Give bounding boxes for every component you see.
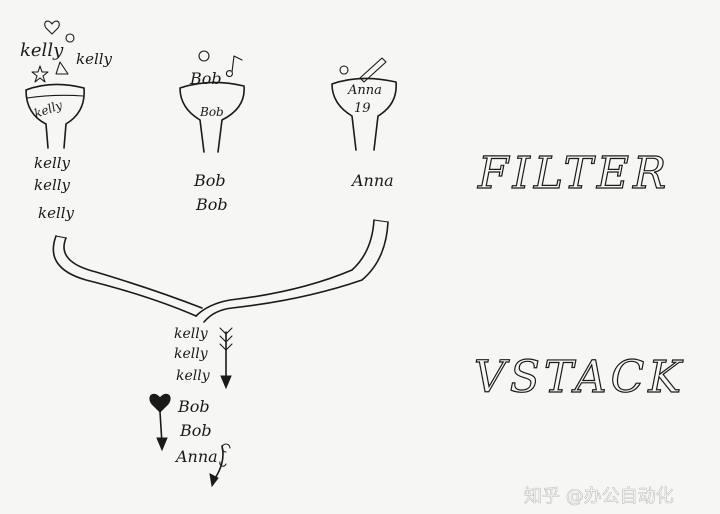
watermark: 知乎 @办公自动化 bbox=[524, 486, 674, 507]
vine-arrow-icon bbox=[209, 443, 231, 488]
triangle-icon bbox=[55, 61, 69, 75]
merge-ribbon bbox=[52, 219, 389, 323]
bob-inside-2: Bob bbox=[199, 105, 224, 119]
kelly-output-2: kelly bbox=[34, 176, 71, 194]
vstack-result: kelly kelly kelly Bob Bob Anna bbox=[149, 326, 233, 488]
funnel-cup bbox=[179, 81, 245, 153]
kelly-output-3: kelly bbox=[38, 204, 75, 222]
funnel-kelly-top-label: kelly bbox=[20, 40, 64, 61]
flower-icon bbox=[339, 65, 349, 75]
stack-item-2: kelly bbox=[174, 346, 209, 362]
funnel-kelly: kelly kelly kelly kelly kelly kelly bbox=[20, 20, 113, 222]
bob-inside-1: Bob bbox=[189, 69, 222, 88]
bob-output-1: Bob bbox=[193, 171, 226, 190]
stack-item-5: Bob bbox=[179, 421, 212, 440]
vstack-title: VSTACK bbox=[474, 352, 685, 403]
stack-item-6: Anna bbox=[174, 447, 218, 466]
star-icon bbox=[31, 65, 49, 83]
heart-arrow-icon bbox=[149, 393, 171, 452]
pencil-icon bbox=[359, 57, 387, 83]
circle-icon bbox=[65, 33, 75, 43]
funnel-kelly-inside-label: kelly bbox=[32, 98, 64, 121]
funnel-anna: Anna 19 Anna bbox=[331, 57, 397, 190]
stack-item-1: kelly bbox=[174, 326, 209, 342]
bob-output-2: Bob bbox=[195, 195, 228, 214]
arrow-down-icon bbox=[219, 327, 233, 390]
filter-title: FILTER bbox=[477, 148, 670, 199]
funnel-cup bbox=[331, 77, 397, 151]
funnel-kelly-side-label-1: kelly bbox=[76, 50, 113, 68]
kelly-output-1: kelly bbox=[34, 154, 71, 172]
heart-icon bbox=[44, 20, 60, 35]
anna-inside-1: Anna bbox=[347, 83, 382, 98]
anna-output-1: Anna bbox=[350, 171, 394, 190]
flower-icon bbox=[198, 50, 210, 62]
funnel-cup bbox=[25, 83, 85, 149]
stack-item-3: kelly bbox=[176, 368, 211, 384]
music-note-icon bbox=[225, 55, 243, 78]
anna-inside-2: 19 bbox=[354, 101, 371, 116]
stack-item-4: Bob bbox=[177, 397, 210, 416]
funnel-bob: Bob Bob Bob Bob bbox=[179, 50, 245, 214]
